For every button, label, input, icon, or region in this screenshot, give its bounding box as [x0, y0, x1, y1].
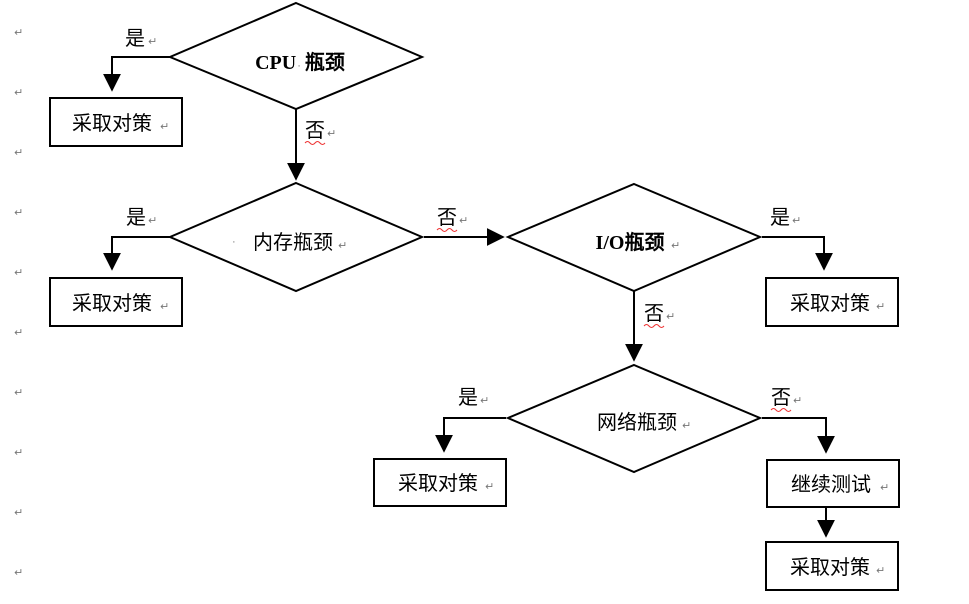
continue-test-box [766, 459, 900, 508]
paragraph-mark: ↵ [14, 87, 23, 99]
paragraph-mark: ↵ [14, 447, 23, 459]
paragraph-mark: ↵ [480, 395, 489, 407]
network-no-connector [762, 417, 835, 454]
action-box-4 [373, 458, 507, 507]
memory-decision-label: 内存瓶颈 [253, 230, 333, 254]
paragraph-mark: ↵ [793, 395, 802, 407]
action-box-4-label: 采取对策 [398, 471, 478, 495]
action-box-5 [765, 541, 899, 591]
paragraph-mark: ↵ [160, 301, 169, 313]
paragraph-mark: ↵ [682, 420, 691, 432]
cpu-no-label: 否 [305, 118, 325, 142]
paragraph-mark: ↵ [148, 215, 157, 227]
action-box-1-label: 采取对策 [72, 111, 152, 135]
paragraph-mark: ↵ [14, 387, 23, 399]
paragraph-mark: ↵ [666, 311, 675, 323]
paragraph-mark: ↵ [14, 147, 23, 159]
network-decision-label: 网络瓶颈 [597, 410, 677, 434]
paragraph-mark: ↵ [485, 481, 494, 493]
continue-test-label: 继续测试 [791, 472, 871, 496]
paragraph-mark: ↵ [327, 128, 336, 140]
left-margin-marks: ↵ ↵ ↵ ↵ ↵ ↵ ↵ ↵ ↵ ↵ [14, 27, 23, 579]
io-yes-label: 是 [770, 205, 790, 229]
cpu-yes-label: 是 [125, 26, 145, 50]
paragraph-mark: ↵ [671, 240, 680, 252]
paragraph-mark: ↵ [459, 215, 468, 227]
action-box-3-label: 采取对策 [790, 291, 870, 315]
paragraph-mark: ↵ [14, 27, 23, 39]
paragraph-mark: ↵ [160, 121, 169, 133]
spellcheck-underline [304, 141, 326, 145]
paragraph-mark: ↵ [14, 327, 23, 339]
paragraph-mark: ↵ [876, 565, 885, 577]
network-no-label: 否 [771, 385, 791, 409]
memory-yes-connector [103, 236, 170, 271]
spellcheck-underline [436, 228, 458, 232]
io-yes-connector [762, 236, 833, 271]
io-no-label: 否 [644, 301, 664, 325]
paragraph-mark: ↵ [14, 507, 23, 519]
paragraph-mark: ↵ [14, 207, 23, 219]
paragraph-mark: ↵ [876, 301, 885, 313]
action-box-2-label: 采取对策 [72, 291, 152, 315]
cpu-decision-label: CPU·瓶颈 [255, 50, 345, 74]
spellcheck-underline [643, 324, 665, 328]
io-decision-label: I/O瓶颈 [596, 230, 665, 254]
memory-no-label: 否 [437, 205, 457, 229]
paragraph-mark: ↵ [338, 240, 347, 252]
paragraph-mark: ↵ [14, 567, 23, 579]
paragraph-mark: ↵ [792, 215, 801, 227]
action-box-1 [49, 97, 183, 147]
action-box-2 [49, 277, 183, 327]
paragraph-mark: ↵ [880, 482, 889, 494]
paragraph-mark: ↵ [14, 267, 23, 279]
spellcheck-underline [770, 408, 792, 412]
action-box-5-label: 采取对策 [790, 555, 870, 579]
network-yes-connector [435, 417, 506, 453]
paragraph-mark: ↵ [148, 36, 157, 48]
network-decision-diamond [505, 363, 763, 474]
network-yes-label: 是 [458, 385, 478, 409]
memory-decision-diamond [167, 181, 425, 293]
cpu-yes-connector [103, 56, 170, 92]
memory-yes-label: 是 [126, 205, 146, 229]
action-box-3 [765, 277, 899, 327]
dot-mark: · [232, 236, 236, 248]
